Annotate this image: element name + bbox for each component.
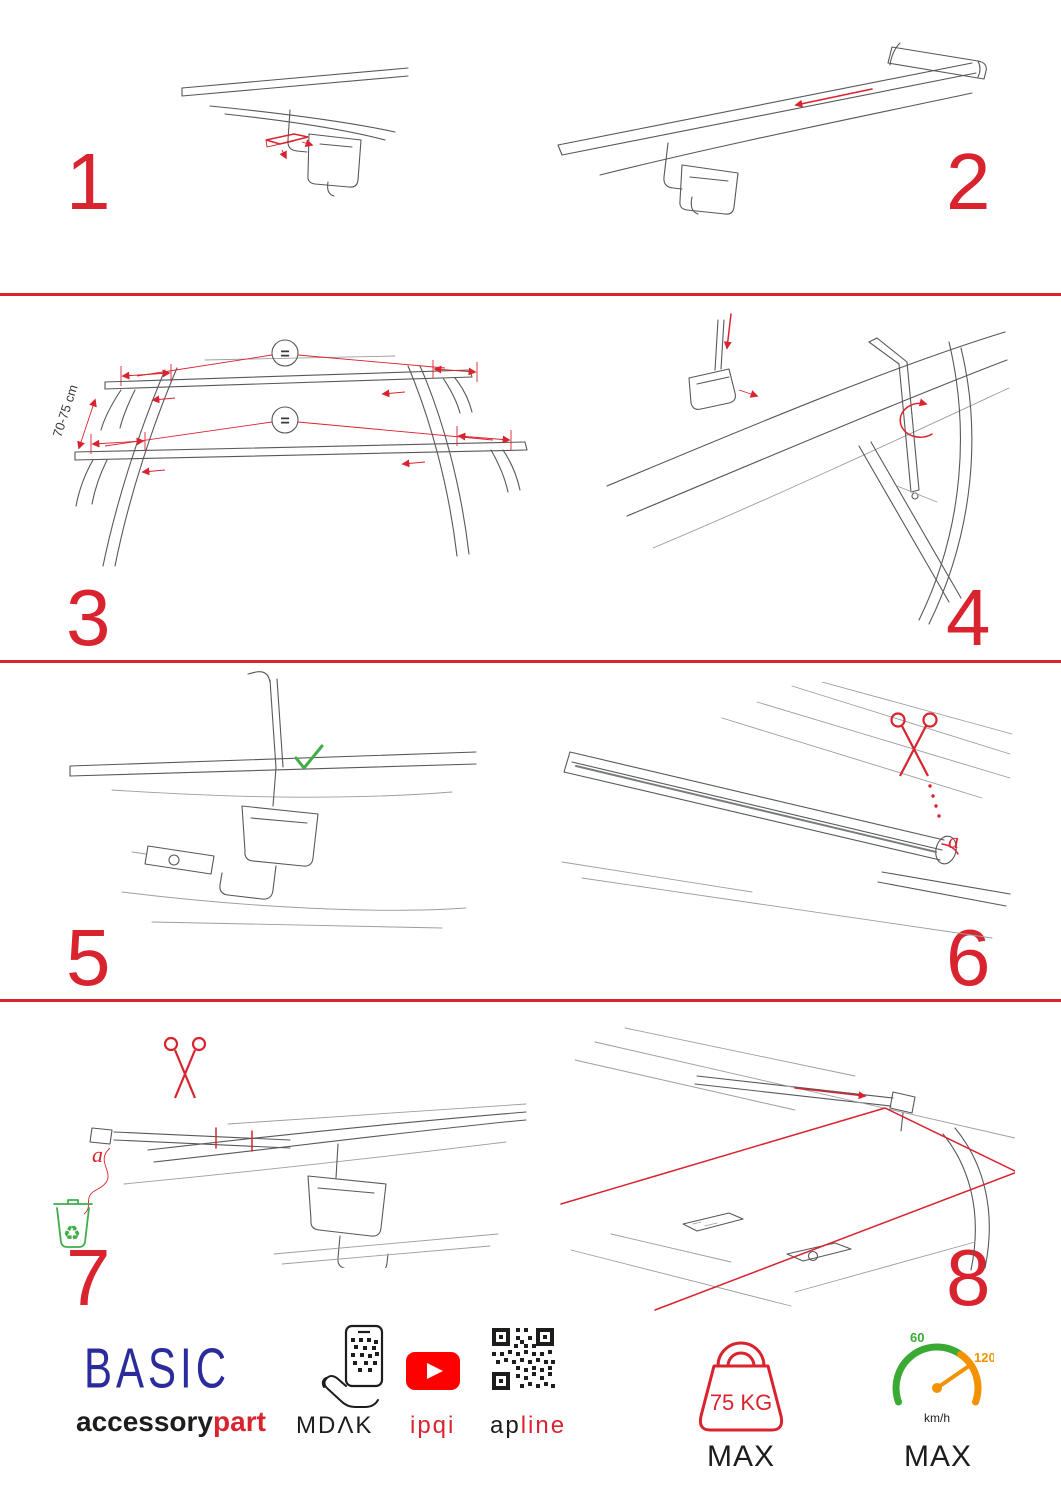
- bar-distance-label: 70-75 cm: [50, 383, 81, 439]
- scissors-icon: [890, 712, 938, 777]
- illustration-step-4-tighten: [606, 313, 1010, 625]
- step-4-number: 4: [946, 573, 991, 662]
- phone-qr-pixels: [351, 1338, 379, 1372]
- speed-needle: [935, 1364, 971, 1390]
- illustration-step-7-cut-discard: a ♻: [53, 1036, 527, 1268]
- qr-code: [492, 1328, 555, 1390]
- dimension-marks: [77, 360, 512, 476]
- rubber-pad-red: [265, 133, 314, 160]
- strip-label-a: a: [92, 1142, 103, 1167]
- speedometer-icon: 60 120 km/h: [892, 1330, 994, 1425]
- step-7-number: 7: [66, 1233, 111, 1322]
- strip-label-a: a: [948, 828, 959, 853]
- roof-bar-drawing: [557, 42, 987, 215]
- logo-mdak: MDΛK: [296, 1412, 374, 1439]
- youtube-icon: [406, 1352, 460, 1390]
- discard-squiggle: [83, 1147, 111, 1215]
- speed-max-label: MAX: [903, 1440, 972, 1473]
- brand-basic: BASIC: [84, 1336, 231, 1400]
- section-divider-1: [0, 293, 1061, 296]
- roof-and-key-drawing: [606, 319, 1010, 625]
- clamp-drawing: [69, 671, 477, 929]
- rack-drawing: [74, 355, 528, 567]
- brand-accessory: accessory: [76, 1406, 214, 1437]
- illustration-step-2-slide-cover: [557, 42, 987, 215]
- cut-marks: [215, 1127, 253, 1152]
- section-divider-3: [0, 999, 1061, 1002]
- illustration-step-3-spacing: = = 70-75 cm: [50, 339, 528, 567]
- speed-low-label: 60: [910, 1330, 924, 1345]
- step-1-number: 1: [66, 137, 111, 226]
- brand-part: part: [213, 1406, 266, 1437]
- logo-ipqi: ipqi: [410, 1412, 456, 1439]
- strip-end-red: [941, 843, 959, 855]
- red-arrows: [723, 313, 933, 438]
- step-3-number: 3: [66, 573, 111, 662]
- logo-apline: apline: [490, 1412, 566, 1440]
- scissors-icon: [163, 1036, 207, 1099]
- bar-strip-drawing: [561, 682, 1013, 939]
- section-divider-2: [0, 660, 1061, 663]
- weight-value: 75 KG: [710, 1390, 772, 1415]
- speed-unit-label: km/h: [924, 1411, 950, 1425]
- rotate-arrow: [899, 398, 933, 438]
- equal-sign-bottom: =: [280, 413, 289, 430]
- step-5-number: 5: [66, 913, 111, 1002]
- illustration-step-1-pad-insert: [181, 67, 409, 197]
- speed-high-label: 120: [974, 1350, 994, 1365]
- check-icon: [294, 744, 324, 770]
- hand-shape: [321, 1375, 379, 1408]
- roof-bar-drawing: [181, 67, 409, 197]
- weight-max-label: MAX: [706, 1440, 775, 1473]
- illustration-step-5-hook-check: [69, 671, 477, 929]
- step-8-number: 8: [946, 1233, 991, 1322]
- weight-limit-icon: 75 KG: [698, 1341, 784, 1432]
- brand-accessorypart: accessorypart: [76, 1406, 266, 1438]
- trash-icon: ♻: [53, 1199, 93, 1248]
- rail-clamp-drawing: [89, 1103, 527, 1268]
- illustration-step-6-cut-strip: a: [561, 682, 1013, 939]
- phone-scan-icon: [321, 1324, 384, 1408]
- assembly-drawing: [570, 1027, 1015, 1307]
- red-guides: [560, 1087, 1015, 1311]
- slide-arrow: [794, 88, 873, 108]
- equal-sign-top: =: [280, 346, 289, 363]
- qr-pixels: [492, 1328, 555, 1388]
- cut-line-dots: [928, 784, 941, 818]
- illustration-step-8-final-assembly: [560, 1027, 1015, 1311]
- equal-callouts: = =: [104, 339, 494, 447]
- step-2-number: 2: [946, 137, 991, 226]
- recycle-icon: ♻: [63, 1223, 81, 1245]
- insert-arrow: [723, 313, 732, 350]
- step-6-number: 6: [946, 913, 991, 1002]
- logo-line: line: [520, 1412, 567, 1439]
- logo-ap: ap: [490, 1412, 521, 1439]
